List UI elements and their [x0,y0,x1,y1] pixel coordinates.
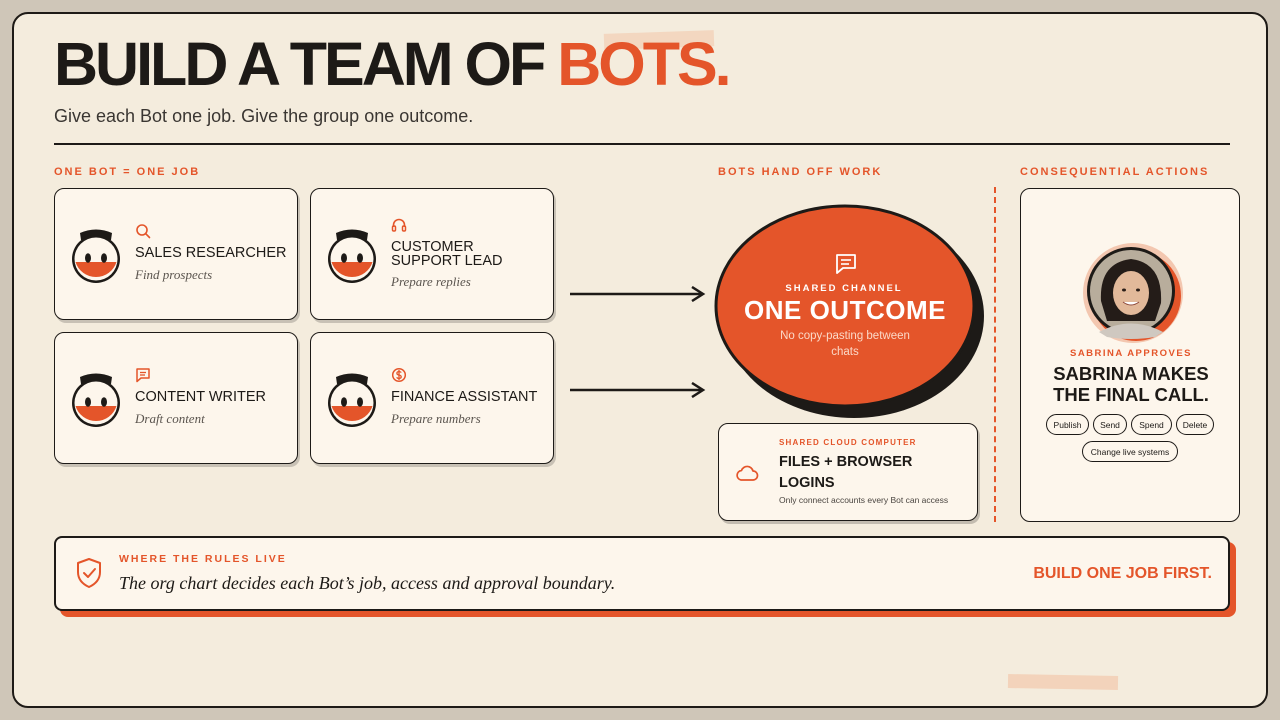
action-pill-send: Send [1093,414,1127,435]
bot-name: FINANCE ASSISTANT [391,389,538,405]
cloud-note: Only connect accounts every Bot can acce… [779,495,949,505]
action-pill-publish: Publish [1046,414,1089,435]
chat-icon [836,254,856,274]
approver-avatar [1083,243,1183,343]
bot-task: Find prospects [135,267,213,282]
bot-avatar-icon [328,373,376,427]
document-icon [136,368,150,383]
section-label-jobs: ONE BOT = ONE JOB [54,166,201,178]
dashed-divider [994,187,996,522]
bot-name: SALES RESEARCHER [135,245,287,261]
bot-avatar-icon [72,373,120,427]
page-subtitle: Give each Bot one job. Give the group on… [54,106,474,126]
action-pill-spend: Spend [1131,414,1172,435]
rules-kicker: WHERE THE RULES LIVE [119,553,287,565]
bot-avatar-icon [328,229,376,283]
tape-decoration [1007,674,1119,690]
dollar-icon [391,367,407,383]
bot-card-customer-support-lead[interactable]: CUSTOMER SUPPORT LEAD Prepare replies [310,188,554,320]
build-one-job-cta[interactable]: BUILD ONE JOB FIRST. [1033,565,1212,582]
blob-shape [714,204,984,418]
arrow-right-icon [570,286,706,302]
action-pill-delete: Delete [1176,414,1214,435]
search-icon [136,224,151,239]
cloud-icon [736,465,759,481]
approver-kicker: SABRINA APPROVES [1069,348,1192,359]
shared-cloud-card: SHARED CLOUD COMPUTER FILES + BROWSER LO… [718,423,978,521]
bot-task: Prepare replies [391,274,471,289]
action-pill-change-live-systems: Change live systems [1082,441,1178,462]
channel-note-line-1: No copy-pasting between [780,330,910,342]
channel-title: ONE OUTCOME [744,295,946,325]
headset-icon [391,218,407,232]
bot-card-content-writer[interactable]: CONTENT WRITER Draft content [54,332,298,464]
channel-note-line-2: chats [831,346,859,358]
bot-task: Draft content [135,411,205,426]
slide-board: BUILD A TEAM OF BOTS. Give each Bot one … [12,12,1268,708]
bot-name-line-1: CUSTOMER [391,239,474,255]
bot-task: Prepare numbers [391,411,481,426]
cloud-title-line-1: FILES + BROWSER [779,454,913,470]
channel-kicker: SHARED CHANNEL [785,283,903,294]
cloud-title-line-2: LOGINS [779,475,835,491]
approver-title-line-2: THE FINAL CALL. [1053,384,1209,405]
approver-card: SABRINA APPROVES SABRINA MAKES THE FINAL… [1020,188,1240,522]
shared-channel-blob: SHARED CHANNEL ONE OUTCOME No copy-pasti… [714,196,990,422]
cloud-kicker: SHARED CLOUD COMPUTER [779,438,917,447]
page-title: BUILD A TEAM OF BOTS. [54,34,732,95]
rules-bar: WHERE THE RULES LIVE The org chart decid… [54,536,1230,611]
section-label-handoff: BOTS HAND OFF WORK [718,166,883,178]
bot-card-sales-researcher[interactable]: SALES RESEARCHER Find prospects [54,188,298,320]
bot-name: CONTENT WRITER [135,389,267,405]
approver-title-line-1: SABRINA MAKES [1053,363,1209,384]
header-divider [54,143,1230,145]
bot-avatar-icon [72,229,120,283]
arrow-right-icon [570,382,706,398]
title-accent: BOTS. [557,30,731,98]
rules-text: The org chart decides each Bot’s job, ac… [119,573,616,593]
title-main: BUILD A TEAM OF [54,30,558,98]
bot-card-finance-assistant[interactable]: FINANCE ASSISTANT Prepare numbers [310,332,554,464]
shield-check-icon [77,558,101,588]
bot-name-line-2: SUPPORT LEAD [391,253,503,269]
section-label-actions: CONSEQUENTIAL ACTIONS [1020,166,1210,178]
